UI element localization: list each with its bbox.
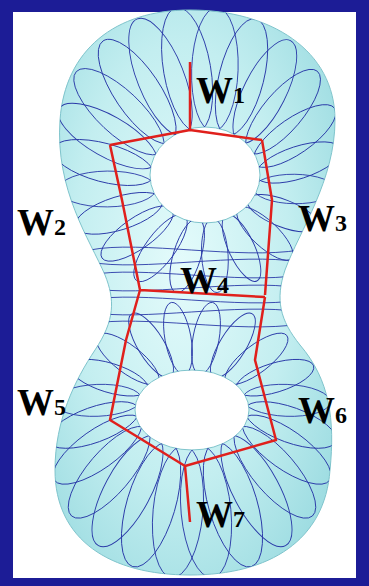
region-label: W4 (180, 262, 229, 299)
contour-line (244, 94, 345, 179)
contour-line (84, 28, 190, 155)
double-torus-surface (55, 10, 335, 575)
region-label: W6 (298, 392, 347, 429)
contour-line (189, 7, 240, 133)
contour-line (70, 184, 167, 243)
region-label: W7 (196, 496, 245, 533)
contour-line (191, 436, 274, 574)
contour-line (120, 307, 181, 384)
contour-line (78, 426, 177, 557)
region-label: W3 (298, 200, 347, 237)
contour-line (90, 309, 300, 315)
contour-line (55, 415, 163, 530)
contour-line (66, 352, 152, 404)
contour-line (153, 3, 221, 135)
contour-line (202, 307, 263, 384)
contour-line (61, 56, 176, 168)
contour-line (218, 325, 295, 393)
contour-line (234, 59, 333, 165)
region-label: W2 (17, 204, 66, 241)
region-label: W1 (196, 72, 245, 109)
contour-lines (42, 3, 346, 580)
region-label: W5 (17, 384, 66, 421)
contour-line (53, 383, 142, 418)
contour-line (49, 91, 166, 182)
contour-line (229, 199, 300, 268)
contour-line (58, 171, 156, 208)
contour-line (90, 321, 300, 327)
reeb-graph (110, 62, 276, 522)
contour-line (109, 436, 192, 574)
